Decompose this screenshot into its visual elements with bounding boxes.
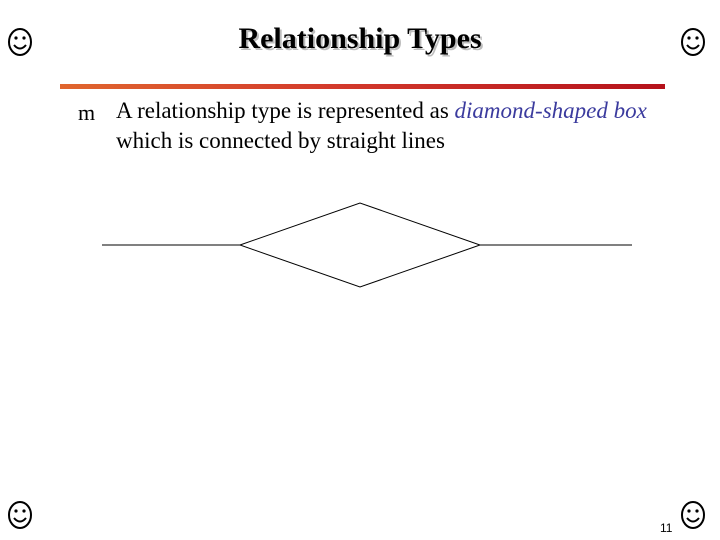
page-number: 11 [660,521,673,535]
bullet-text-tail: which is connected by straight lines [116,128,445,153]
relationship-diamond [238,202,482,288]
smiley-face-icon [8,28,32,56]
bullet-text: A relationship type is represented as di… [116,96,676,156]
bullet-marker: m [78,100,96,125]
smiley-face-icon [8,501,32,529]
slide-title: Relationship Types [238,22,482,55]
bullet-emphasis: diamond-shaped box [454,98,647,123]
smiley-face-icon [681,501,705,529]
smiley-face-icon [681,28,705,56]
title-divider [60,84,665,89]
bullet-text-lead: A relationship type is represented as [116,98,455,123]
